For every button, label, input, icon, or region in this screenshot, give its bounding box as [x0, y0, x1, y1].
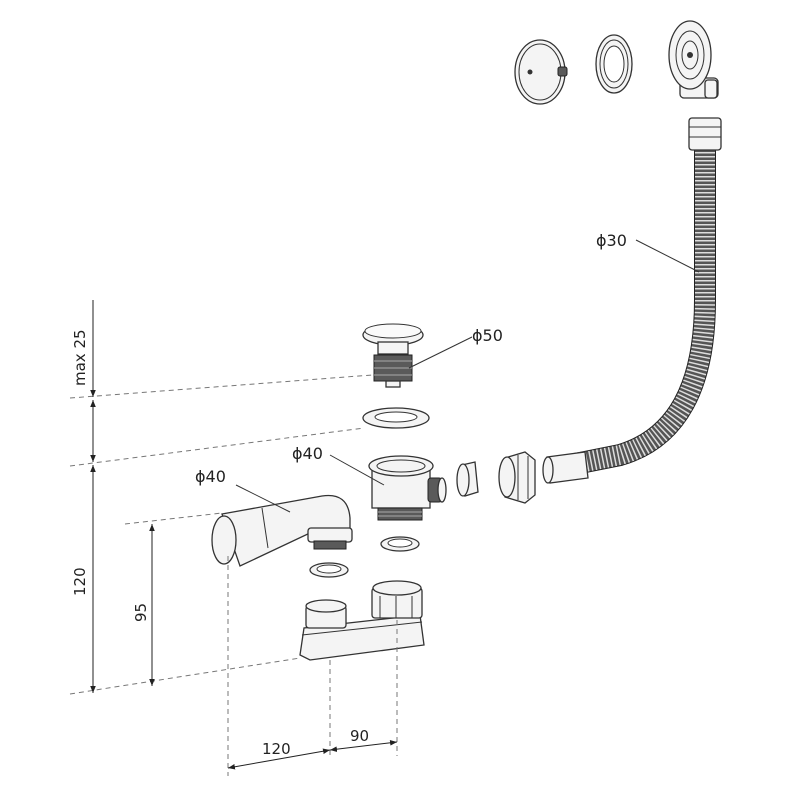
width-right-dimension-label: 90	[350, 727, 369, 745]
outlet-washer	[380, 536, 420, 552]
pipe-diameter-label: ϕ40	[195, 467, 226, 486]
siphon-trap	[299, 580, 425, 661]
outlet-body	[368, 455, 447, 521]
elbow-pipe	[211, 494, 353, 567]
outlet-leader-line	[329, 454, 385, 486]
flexible-hose	[542, 117, 722, 484]
height-pipe-dimension-label: 95	[132, 603, 150, 622]
extension-lines	[69, 374, 398, 776]
hose-diameter-label: ϕ30	[596, 231, 627, 250]
hose-end-fitting	[542, 451, 589, 484]
connection-washer	[456, 461, 479, 497]
hose-leader-line	[635, 239, 700, 273]
overflow-cover-plate	[514, 39, 568, 105]
overflow-housing	[668, 20, 719, 99]
dimension-120-horizontal	[227, 748, 331, 770]
plug-diameter-label: ϕ50	[472, 326, 503, 345]
height-total-dimension-label: 120	[71, 567, 89, 596]
max25-dimension-label: max 25	[71, 329, 89, 386]
dimension-90-horizontal	[329, 740, 398, 752]
outlet-diameter-label: ϕ40	[292, 444, 323, 463]
pipe-leader-line	[235, 484, 291, 513]
sealing-washer	[362, 407, 430, 429]
drain-plug	[362, 323, 424, 388]
plug-leader-line	[408, 336, 473, 369]
width-left-dimension-label: 120	[262, 740, 291, 758]
hose-top-cuff	[688, 117, 722, 151]
union-nut	[498, 451, 536, 504]
overflow-gasket-ring	[595, 34, 633, 94]
elbow-washer	[309, 562, 349, 578]
